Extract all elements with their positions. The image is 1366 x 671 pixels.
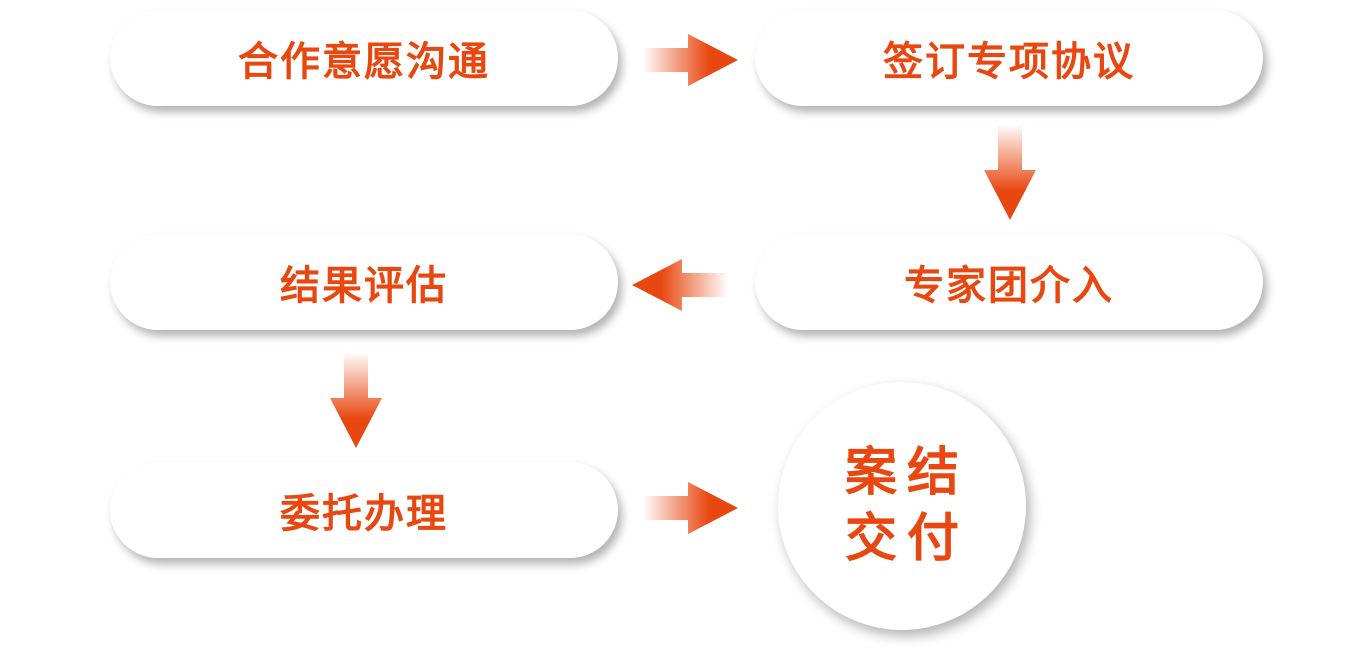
step-label: 委托办理	[280, 491, 448, 537]
final-line-1: 案结	[844, 443, 969, 503]
arrow-down-icon	[984, 124, 1036, 220]
arrow-right-icon	[642, 482, 738, 534]
step-expert-team: 专家团介入	[755, 234, 1263, 330]
final-line-2: 交付	[844, 509, 969, 569]
arrow-down-icon	[330, 352, 382, 448]
final-case-closed-delivery: 案结 交付	[778, 382, 1026, 630]
step-cooperation-communication: 合作意愿沟通	[110, 10, 618, 106]
arrow-left-icon	[632, 259, 728, 311]
step-sign-agreement: 签订专项协议	[755, 10, 1263, 106]
step-result-evaluation: 结果评估	[110, 234, 618, 330]
step-entrusted-handling: 委托办理	[110, 462, 618, 558]
step-label: 结果评估	[280, 263, 448, 309]
arrow-right-icon	[642, 34, 738, 86]
step-label: 签订专项协议	[883, 39, 1135, 85]
step-label: 专家团介入	[904, 263, 1114, 309]
step-label: 合作意愿沟通	[238, 39, 490, 85]
